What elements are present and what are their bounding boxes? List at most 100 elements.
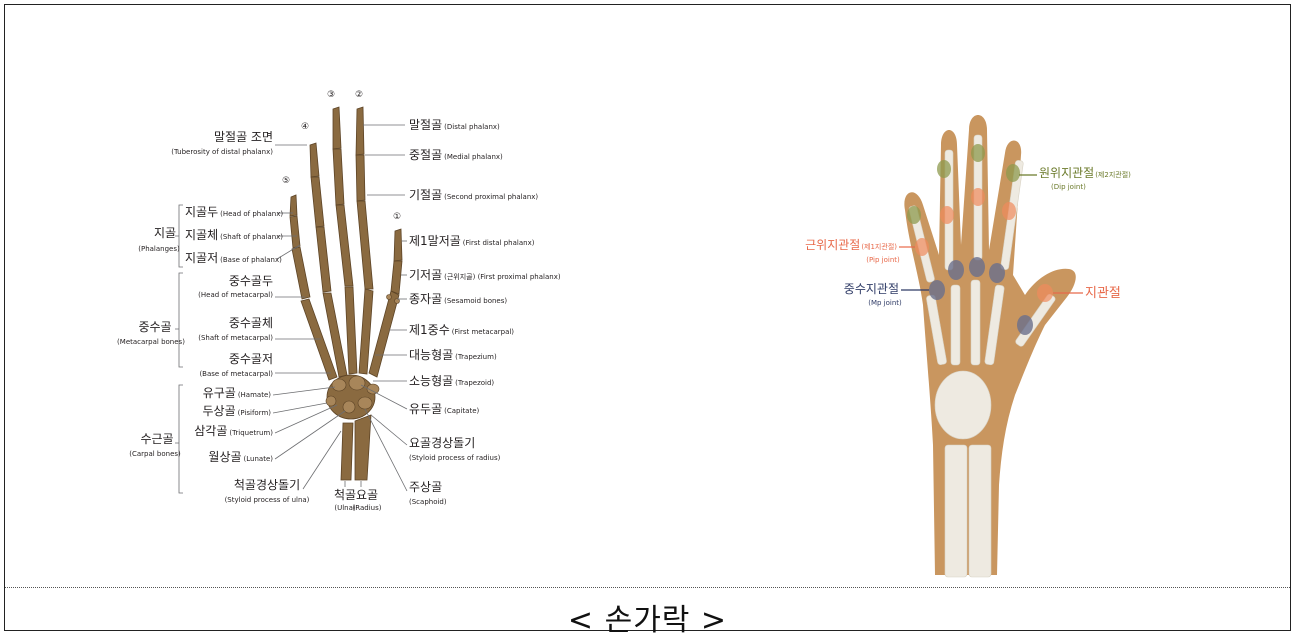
- figure-caption: < 손가락 >: [567, 603, 728, 638]
- metacarpal-5: [300, 298, 338, 381]
- label-styloid-radius-en: (Styloid process of radius): [409, 454, 501, 462]
- phalanx-5-distal: [289, 194, 298, 217]
- dip-joint-marker: [1006, 164, 1020, 182]
- hand-joints-illustration: 원위지관절(제2지관절) (Dip joint) 근위지관절(제1지관절) (P…: [805, 115, 1131, 578]
- finger-number-1: ①: [393, 212, 401, 222]
- leader-line: [370, 414, 408, 446]
- hamate-bone: [331, 378, 347, 392]
- finger-number-3: ③: [327, 90, 335, 100]
- mp-joints: [929, 257, 1033, 335]
- finger-number-2: ②: [355, 90, 363, 100]
- phalanx-5-middle: [289, 215, 301, 249]
- phalanx-1-proximal: [390, 260, 403, 295]
- leader-line: [364, 408, 408, 492]
- bracket-metacarpals: [175, 272, 183, 368]
- phalanx-4-distal: [309, 142, 320, 178]
- label-radius-ko: 요골: [356, 488, 378, 502]
- phalanx-5-proximal: [291, 246, 311, 300]
- group-brackets: 지골 (Phalanges) 중수골 (Metacarpal bones) 수근…: [117, 204, 185, 494]
- dip-joint-label-en: (Dip joint): [1051, 183, 1086, 191]
- pisiform-bone: [325, 395, 337, 407]
- leader-line: [272, 402, 328, 414]
- label-ulna-ko: 척골: [334, 488, 356, 502]
- thumb-joint-marker: [1037, 284, 1053, 302]
- finger-number-5: ⑤: [282, 176, 290, 186]
- label-radius-en: (Radius): [353, 504, 382, 512]
- figure-frame: ① ② ③ ④ ⑤ 말절골(Distal phalanx) 중절골(Medial…: [4, 4, 1291, 638]
- caption-divider: [5, 587, 1290, 588]
- phalanx-4-middle: [310, 176, 325, 228]
- label-trapezoid: 소능형골(Trapezoid): [409, 374, 494, 388]
- sesamoid-bone: [386, 294, 392, 300]
- finger-number-4: ④: [301, 122, 309, 132]
- pip-joints: [915, 188, 1053, 302]
- dip-joint-marker: [907, 206, 921, 224]
- bracket-phalanges: [175, 204, 183, 268]
- group-carpals-en: (Carpal bones): [129, 450, 181, 458]
- phalanx-2-middle: [355, 154, 366, 202]
- label-pisiform: 두상골(Pisiform): [202, 404, 271, 418]
- phalanx-3-proximal: [335, 204, 354, 287]
- pip-joint-label: 근위지관절(제1지관절): [805, 238, 897, 252]
- left-labels: 말절골 조면 (Tuberosity of distal phalanx) 지골…: [171, 130, 309, 504]
- mp-joint-marker: [948, 260, 964, 280]
- label-head-of-metacarpal-ko: 중수골두: [229, 274, 273, 288]
- group-metacarpals-ko: 중수골: [138, 320, 171, 334]
- label-second-proximal-phalanx: 기절골(Second proximal phalanx): [409, 188, 538, 202]
- radius-bone: [354, 414, 372, 481]
- mp-joint-marker: [1017, 315, 1033, 335]
- label-triquetrum: 삼각골(Triquetrum): [194, 424, 273, 438]
- leader-line: [274, 404, 338, 434]
- label-sesamoid-bones: 종자골(Sesamoid bones): [409, 292, 507, 306]
- pip-joint-marker: [1002, 202, 1016, 220]
- leader-line: [274, 410, 346, 460]
- dip-joint-label: 원위지관절(제2지관절): [1039, 166, 1131, 180]
- scaphoid-bone: [357, 396, 373, 410]
- thumb-joint-label: 지관절: [1085, 286, 1121, 301]
- mp-joint-marker: [989, 263, 1005, 283]
- label-styloid-ulna-ko: 척골경상돌기: [234, 478, 300, 492]
- bracket-carpals: [175, 384, 183, 494]
- dip-joints: [907, 144, 1020, 224]
- mp-joint-marker: [929, 280, 945, 300]
- label-trapezium: 대능형골(Trapezium): [409, 348, 497, 362]
- mp-joint-label-en: (Mp joint): [868, 299, 902, 307]
- right-labels: 말절골(Distal phalanx) 중절골(Medial phalanx) …: [409, 118, 561, 506]
- label-shaft-of-metacarpal-ko: 중수골체: [229, 316, 273, 330]
- label-styloid-ulna-en: (Styloid process of ulna): [225, 496, 310, 504]
- label-first-metacarpal: 제1중수(First metacarpal): [409, 323, 514, 337]
- leader-line: [272, 386, 336, 396]
- metacarpal-4: [322, 292, 348, 378]
- group-metacarpals-en: (Metacarpal bones): [117, 338, 185, 346]
- label-styloid-radius-ko: 요골경상돌기: [409, 436, 475, 450]
- label-hamate: 유구골(Hamate): [203, 386, 272, 400]
- finger-numbers: ① ② ③ ④ ⑤: [282, 90, 401, 222]
- label-scaphoid-en: (Scaphoid): [409, 498, 447, 506]
- pip-joint-label-en: (Pip joint): [866, 256, 900, 264]
- group-carpals-ko: 수근골: [140, 432, 173, 446]
- label-first-proximal-phalanx: 기저골(근위지골) (First proximal phalanx): [409, 268, 561, 282]
- phalanx-2-distal: [355, 106, 365, 156]
- label-head-of-metacarpal-en: (Head of metacarpal): [198, 291, 273, 299]
- label-base-of-metacarpal-en: (Base of metacarpal): [199, 370, 273, 378]
- label-medial-phalanx: 중절골(Medial phalanx): [409, 148, 503, 162]
- metacarpal-2: [358, 288, 374, 375]
- dip-joint-marker: [971, 144, 985, 162]
- pip-joint-marker: [940, 206, 954, 224]
- phalanx-3-middle: [332, 148, 345, 206]
- right-leader-lines: [360, 124, 408, 492]
- hand-skeleton: [289, 106, 403, 481]
- trapezium-bone: [366, 383, 380, 395]
- leader-line: [302, 430, 342, 490]
- phalanx-4-proximal: [315, 226, 332, 293]
- label-tuberosity-ko: 말절골 조면: [214, 130, 273, 144]
- label-head-of-phalanx: 지골두(Head of phalanx): [185, 205, 283, 219]
- label-capitate: 유두골(Capitate): [409, 402, 480, 416]
- label-lunate: 월상골(Lunate): [208, 450, 273, 464]
- group-phalanges-ko: 지골: [154, 226, 176, 240]
- sesamoid-bone: [394, 298, 400, 304]
- label-distal-phalanx: 말절골(Distal phalanx): [409, 118, 500, 132]
- pip-joint-marker: [971, 188, 985, 206]
- label-base-of-phalanx: 지골저(Base of phalanx): [185, 251, 282, 265]
- metacarpal-3: [344, 286, 358, 375]
